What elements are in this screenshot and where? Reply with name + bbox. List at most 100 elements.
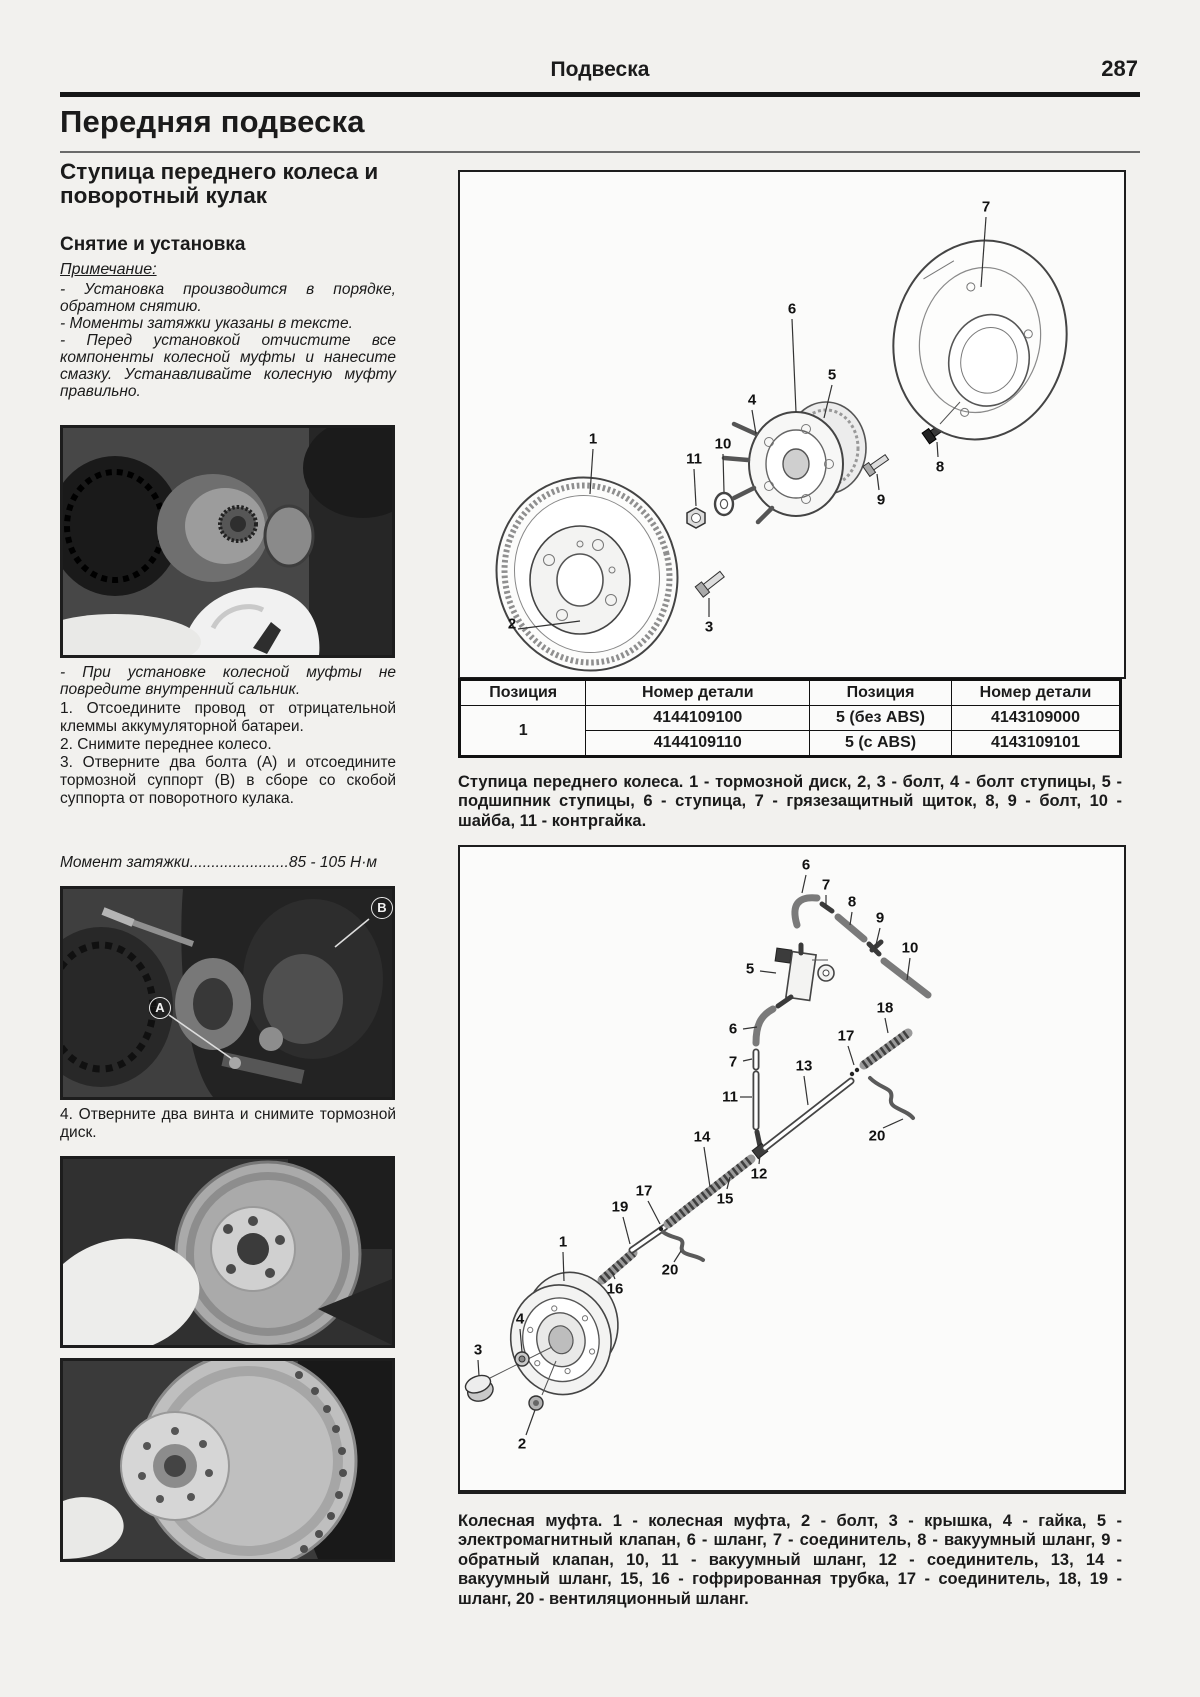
callout-leader-line — [906, 957, 911, 981]
callout-leader-line — [477, 1359, 480, 1377]
callout-number: 9 — [877, 492, 885, 509]
callout-leader-line — [759, 970, 777, 974]
callout-leader-line — [519, 1328, 523, 1353]
callout-number: 8 — [936, 459, 944, 476]
procedure-steps: 1. Отсоедините провод от отрицательной к… — [60, 700, 396, 808]
callout-leader-line — [622, 1216, 631, 1245]
callout-leader-line — [703, 1146, 711, 1188]
note-item: - Моменты затяжки указаны в тексте. — [60, 315, 353, 332]
note-item: - Установка производится в порядке, обра… — [60, 281, 396, 315]
callout-leader-line — [936, 441, 939, 458]
table-cell-position: 5 (с ABS) — [809, 730, 952, 757]
callout-leader-line — [882, 1118, 904, 1129]
callout-number: 11 — [686, 451, 702, 468]
table-cell-position: 5 (без ABS) — [809, 705, 952, 731]
callout-leader-line — [726, 1176, 731, 1190]
callout-leader-line — [801, 874, 807, 894]
photo-brake-disc-front-image — [63, 1159, 392, 1345]
callout-leader-line — [876, 473, 880, 491]
callout-number: 7 — [982, 199, 990, 216]
callout-number: 1 — [589, 431, 597, 448]
callout-number: 8 — [848, 894, 856, 911]
table-header: Номер детали — [585, 679, 811, 706]
table-row: 1 4144109100 5 (без ABS) 4143109000 — [458, 705, 1122, 757]
procedure-heading: Снятие и установка — [60, 234, 246, 255]
callout-number: 4 — [748, 392, 757, 409]
step-item: 1. Отсоедините провод от отрицательной к… — [60, 700, 396, 735]
callout-leader-line — [803, 1075, 809, 1106]
callout-number: 2 — [508, 616, 516, 633]
callout-number: 7 — [822, 877, 830, 894]
callout-number: 11 — [722, 1089, 738, 1106]
photo-brake-caliper: В А — [60, 886, 395, 1100]
callout-number: 10 — [902, 940, 919, 957]
header-rule — [60, 92, 1140, 97]
callout-leader-line — [874, 927, 881, 950]
callout-number: 13 — [796, 1058, 813, 1075]
callout-number: 14 — [694, 1129, 711, 1146]
callout-number: 12 — [751, 1166, 768, 1183]
callout-number: 20 — [869, 1128, 886, 1145]
photo-brake-caliper-image — [63, 889, 392, 1097]
callout-leader-line — [884, 1017, 889, 1034]
table-header: Позиция — [458, 679, 587, 706]
callout-leader-line — [693, 468, 697, 507]
callout-leader-line — [562, 1251, 565, 1282]
callout-leader-line — [517, 620, 581, 630]
callout-leader-line — [849, 911, 853, 926]
callout-number: 20 — [662, 1262, 679, 1279]
table-header: Номер детали — [950, 679, 1122, 706]
table-cell-part-number: 4144109100 — [585, 705, 811, 731]
callout-number: 2 — [518, 1436, 526, 1453]
callout-number: 19 — [612, 1199, 629, 1216]
section-subtitle: Ступица переднего колеса и поворотный ку… — [60, 159, 379, 208]
callout-number: 3 — [705, 619, 713, 636]
callout-leader-line — [847, 1045, 855, 1066]
photo-hub-assembly-image — [63, 428, 392, 655]
diagram2-caption: Колесная муфта. 1 - колесная муфта, 2 - … — [458, 1511, 1122, 1608]
callout-number: 4 — [516, 1311, 525, 1328]
callout-leader-line — [751, 409, 757, 435]
diagram-front-hub-drawing: 1 2 3 4 5 6 7 8 9 10 11 — [495, 199, 1068, 672]
page-number: 287 — [1101, 56, 1138, 81]
photo-brake-disc-front — [60, 1156, 395, 1348]
callout-leader-line — [791, 318, 797, 413]
callout-number: 3 — [474, 1342, 482, 1359]
callout-leader-line — [758, 1154, 761, 1165]
photo-hub-assembly — [60, 425, 395, 658]
callout-number: 7 — [729, 1054, 737, 1071]
table-header: Позиция — [809, 679, 952, 706]
callout-number: 16 — [607, 1281, 624, 1298]
callout-number: 17 — [636, 1183, 653, 1200]
callout-letter-a: А — [149, 997, 171, 1019]
callout-number: 5 — [746, 961, 754, 978]
callout-number: 6 — [788, 301, 796, 318]
diagram-front-hub: 1 2 3 4 5 6 7 8 9 10 11 — [458, 170, 1126, 679]
callout-number: 18 — [877, 1000, 894, 1017]
callout-letter-b: В — [371, 897, 393, 919]
note-list: - Установка производится в порядке, обра… — [60, 281, 396, 400]
callout-leader-line — [742, 1026, 758, 1030]
callout-number: 1 — [559, 1234, 567, 1251]
note-label: Примечание: — [60, 261, 157, 278]
callout-number: 5 — [828, 367, 836, 384]
title-rule — [60, 151, 1140, 153]
warning-note: - При установке колесной муфты не повред… — [60, 664, 396, 698]
callout-leader-line — [742, 1058, 753, 1062]
callout-number: 17 — [838, 1028, 855, 1045]
table-cell-part-number: 4143109101 — [950, 730, 1122, 757]
callout-leader-line — [647, 1200, 661, 1225]
torque-spec: Момент затяжки.......................85 … — [60, 854, 378, 871]
callout-leader-line — [589, 448, 594, 495]
callout-number: 10 — [715, 436, 732, 453]
callout-leader-line — [525, 1409, 536, 1436]
parts-table: Позиция Номер детали Позиция Номер детал… — [458, 678, 1122, 758]
table-cell-position: 1 — [458, 705, 587, 757]
step-item: 2. Снимите переднее колесо. — [60, 736, 272, 753]
note-item: - Перед установкой отчистите все компоне… — [60, 332, 396, 400]
callout-number: 15 — [717, 1191, 734, 1208]
photo-brake-disc-closeup — [60, 1358, 395, 1562]
callout-leader-line — [673, 1250, 682, 1263]
